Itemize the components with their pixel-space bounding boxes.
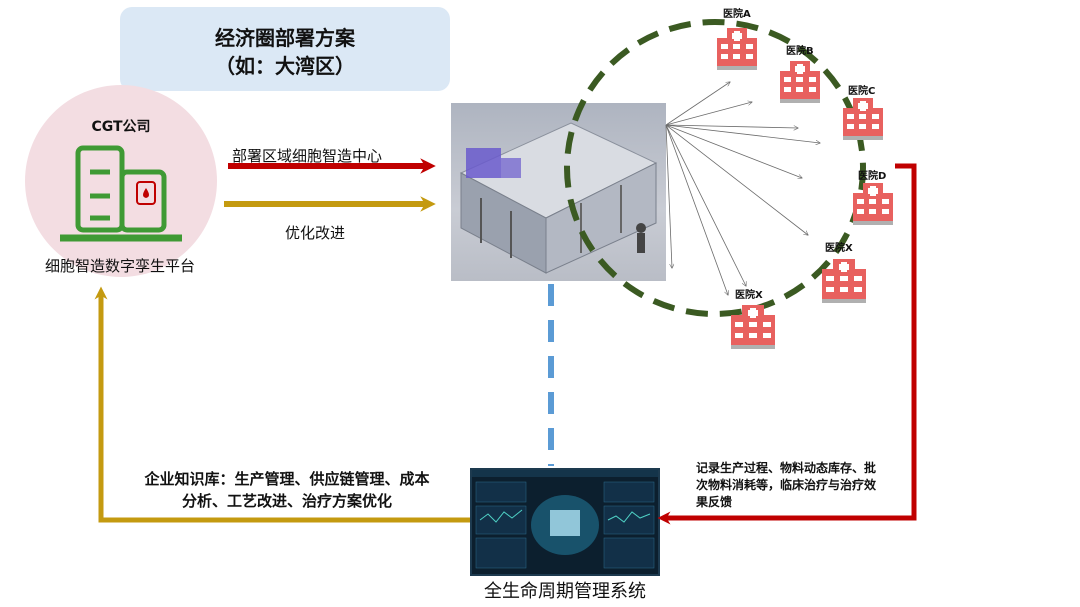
hospital-label-a: 医院A bbox=[723, 9, 751, 20]
platform-label: 细胞智造数字孪生平台 bbox=[44, 257, 195, 275]
economic-circle-ring bbox=[564, 19, 866, 317]
records-line-1: 记录生产过程、物料动态库存、批 bbox=[696, 461, 877, 475]
dashboard-image bbox=[470, 468, 660, 576]
records-line-3: 果反馈 bbox=[696, 495, 733, 509]
hospital-icon bbox=[731, 305, 775, 349]
distribution-arrows bbox=[665, 82, 820, 295]
title-box bbox=[120, 7, 450, 91]
blood-bag-icon bbox=[136, 181, 156, 205]
knowledge-line-2: 分析、工艺改进、治疗方案优化 bbox=[181, 492, 392, 510]
records-text: 记录生产过程、物料动态库存、批 次物料消耗等，临床治疗与治疗效 果反馈 bbox=[696, 460, 916, 511]
hospital-icon bbox=[780, 61, 820, 103]
dashboard-drawing bbox=[472, 470, 658, 569]
hospital-label-c: 医院C bbox=[848, 86, 876, 97]
hospital-icon bbox=[853, 183, 893, 225]
company-name: CGT公司 bbox=[91, 119, 151, 135]
manufacturing-facility-image bbox=[451, 103, 666, 281]
records-line-2: 次物料消耗等，临床治疗与治疗效 bbox=[696, 478, 877, 492]
hospital-icon bbox=[822, 259, 866, 303]
building-icon bbox=[60, 145, 182, 242]
hospital-label-b: 医院B bbox=[786, 46, 814, 57]
hospital-icon bbox=[717, 28, 757, 70]
title-line-1: 经济圈部署方案 bbox=[215, 26, 355, 50]
facility-drawing bbox=[459, 122, 658, 274]
knowledge-base-text: 企业知识库：生产管理、供应链管理、成本 分析、工艺改进、治疗方案优化 bbox=[112, 468, 462, 512]
knowledge-arrow bbox=[94, 286, 470, 523]
optimize-label: 优化改进 bbox=[285, 224, 346, 242]
feedback-arrow bbox=[657, 163, 917, 525]
hospital-label-d: 医院D bbox=[858, 171, 887, 182]
deploy-label: 部署区域细胞智造中心 bbox=[232, 147, 383, 165]
hospital-icon bbox=[843, 98, 883, 140]
title-line-2: （如：大湾区） bbox=[215, 54, 355, 78]
hospital-label-x1: 医院X bbox=[825, 243, 853, 254]
hospital-label-x2: 医院X bbox=[735, 290, 763, 301]
system-label: 全生命周期管理系统 bbox=[484, 581, 646, 602]
knowledge-line-1: 企业知识库：生产管理、供应链管理、成本 bbox=[144, 470, 430, 488]
